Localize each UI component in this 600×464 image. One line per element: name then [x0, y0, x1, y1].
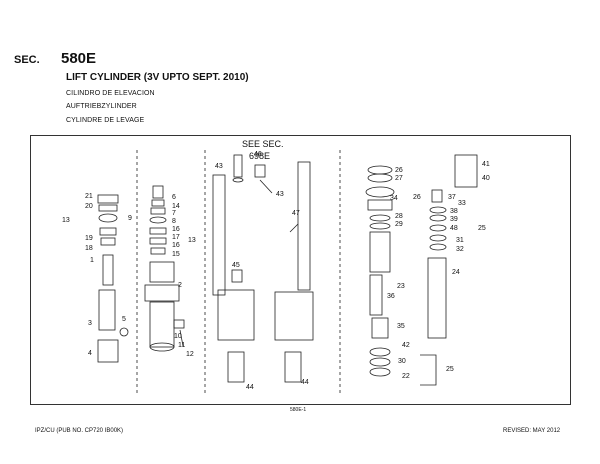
callout: 20 [85, 203, 93, 210]
callout: 19 [85, 235, 93, 242]
callout: 14 [172, 203, 180, 210]
callout: 22 [402, 373, 410, 380]
callout: 42 [402, 342, 410, 349]
see-section-note: SEE SEC. [242, 139, 284, 149]
callout: 37 [448, 194, 456, 201]
callout: 35 [397, 323, 405, 330]
callout: 47 [292, 210, 300, 217]
callout: 16 [172, 226, 180, 233]
callout: 5 [122, 316, 126, 323]
callout: 7 [172, 210, 176, 217]
callout: 44 [246, 384, 254, 391]
callout: 39 [450, 216, 458, 223]
callout: 40 [482, 175, 490, 182]
footer-publication: IPZ/CU (PUB NO. CP720 IB00K) [35, 428, 124, 434]
callout: 4 [88, 350, 92, 357]
callout: 29 [395, 221, 403, 228]
callout: 23 [397, 283, 405, 290]
callout: 8 [172, 218, 176, 225]
callout: 12 [186, 351, 194, 358]
callout: 33 [458, 200, 466, 207]
page-title: LIFT CYLINDER (3V UPTO SEPT. 2010) [66, 72, 249, 83]
callout: 26 [413, 194, 421, 201]
subtitle-spanish: CILINDRO DE ELEVACION [66, 90, 155, 97]
callout: 10 [174, 333, 182, 340]
diagram-frame [30, 135, 571, 405]
callout: 6 [172, 194, 176, 201]
callout: 34 [390, 195, 398, 202]
callout: 45 [232, 262, 240, 269]
callout: 43 [276, 191, 284, 198]
callout: 25 [446, 366, 454, 373]
callout: 18 [85, 245, 93, 252]
callout: 36 [387, 293, 395, 300]
callout: 44 [301, 379, 309, 386]
callout: 2 [178, 282, 182, 289]
callout: 41 [482, 161, 490, 168]
callout: 3 [88, 320, 92, 327]
callout: 43 [215, 163, 223, 170]
callout: 1 [90, 257, 94, 264]
subtitle-french: CYLINDRE DE LEVAGE [66, 117, 145, 124]
callout: 48 [450, 225, 458, 232]
callout: 11 [178, 342, 185, 349]
callout: 38 [450, 208, 458, 215]
section-number: 580E [61, 50, 97, 67]
callout: 30 [398, 358, 406, 365]
callout: 25 [478, 225, 486, 232]
callout: 26 [395, 167, 403, 174]
callout: 9 [128, 215, 132, 222]
see-section-number: 698E [249, 151, 270, 161]
callout: 32 [456, 246, 464, 253]
callout: 13 [188, 237, 196, 244]
footer-revised: REVISED: MAY 2012 [503, 428, 561, 434]
callout: 15 [172, 251, 180, 258]
callout: 21 [85, 193, 93, 200]
callout: 46 [254, 151, 262, 158]
callout: 24 [452, 269, 460, 276]
callout: 16 [172, 242, 180, 249]
callout: 17 [172, 234, 180, 241]
figure-id: 580E-1 [290, 407, 307, 413]
callout: 28 [395, 213, 403, 220]
section-label: SEC. [14, 54, 40, 66]
callout: 13 [62, 217, 70, 224]
subtitle-german: AUFTRIEBZYLINDER [66, 103, 137, 110]
callout: 31 [456, 237, 464, 244]
callout: 27 [395, 175, 403, 182]
